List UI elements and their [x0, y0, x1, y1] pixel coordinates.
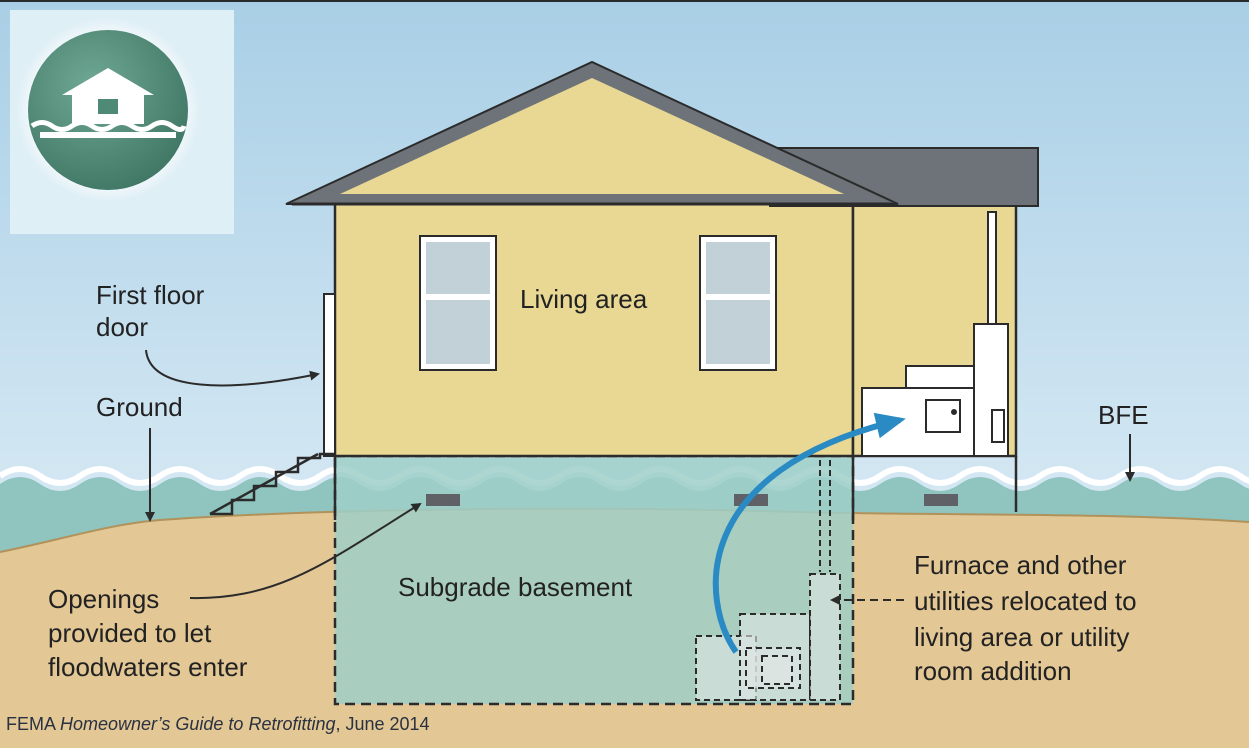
openings-leader-arrow	[189, 502, 422, 600]
gable-face	[340, 78, 844, 194]
window-right	[699, 235, 777, 371]
openings-label-line1: Openings	[48, 584, 160, 614]
furnace-label-line4: room addition	[914, 656, 1072, 686]
ground-label: Ground	[96, 392, 183, 422]
relocation-arrow-icon	[712, 412, 906, 654]
living-area-label: Living area	[520, 284, 648, 314]
flood-house-logo-icon	[10, 10, 234, 234]
window-left	[419, 235, 497, 371]
flood-vent-3	[924, 494, 958, 506]
former-utilities-outline	[695, 460, 841, 701]
caption-prefix: FEMA	[6, 714, 61, 734]
subgrade-basement-label: Subgrade basement	[398, 572, 633, 602]
openings-label-line2: provided to let	[48, 618, 212, 648]
first-floor-door	[323, 293, 336, 457]
bfe-label: BFE	[1098, 400, 1149, 430]
first-floor-door-label-line2: door	[96, 312, 149, 342]
door-leader-arrow	[145, 349, 320, 387]
openings-label-line3: floodwaters enter	[48, 652, 248, 682]
caption-suffix: , June 2014	[335, 714, 430, 734]
furnace-label-line3: living area or utility	[914, 622, 1130, 652]
flood-vent-1	[426, 494, 460, 506]
source-caption: FEMA Homeowner’s Guide to Retrofitting, …	[6, 714, 430, 735]
furnace-label-line1: Furnace and other	[914, 550, 1127, 580]
caption-title: Homeowner’s Guide to Retrofitting	[60, 714, 336, 734]
furnace-label-line2: utilities relocated to	[914, 586, 1137, 616]
first-floor-door-label-line1: First floor	[96, 280, 205, 310]
